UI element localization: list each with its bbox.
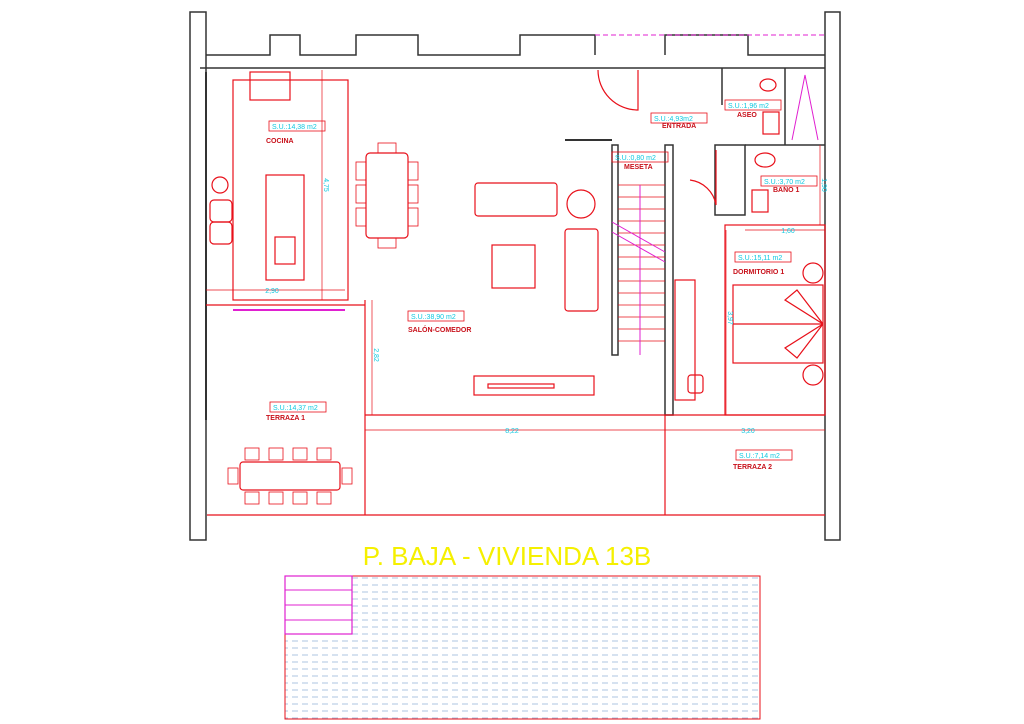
dimension-label: 3,20 <box>741 428 755 435</box>
area-box <box>650 112 708 124</box>
area-box <box>734 251 792 263</box>
room-area: S.U.:7,14 m2 <box>739 453 780 460</box>
room-area: S.U.:4,93m2 <box>654 116 693 123</box>
room-name: ENTRADA <box>662 123 696 130</box>
dimension-label: 1,60 <box>781 228 795 235</box>
room-area: S.U.:14,38 m2 <box>272 124 317 131</box>
plan-title: P. BAJA - VIVIENDA 13B <box>363 541 652 571</box>
room-area: S.U.:1,96 m2 <box>728 103 769 110</box>
interior-lines <box>206 69 826 516</box>
terrace-table <box>239 461 341 491</box>
toilet <box>754 152 776 168</box>
room-area: S.U.:15,11 m2 <box>738 255 782 262</box>
dimension-label: 3,97 <box>726 311 733 325</box>
room-area: S.U.:14,37 m2 <box>273 405 318 412</box>
walls <box>189 11 841 541</box>
room-area: S.U.:38,90 m2 <box>411 314 456 321</box>
area-box <box>724 99 782 111</box>
room-area: S.U.:0,80 m2 <box>615 155 656 162</box>
area-box <box>735 449 793 461</box>
furniture <box>209 71 824 505</box>
room-name: ASEO <box>737 112 757 119</box>
dimension-label: 2,82 <box>372 348 379 362</box>
dimension-label: 8,22 <box>505 428 519 435</box>
room-name: TERRAZA 1 <box>266 415 305 422</box>
room-name: COCINA <box>266 138 294 145</box>
area-box <box>760 175 818 187</box>
pool <box>284 575 761 720</box>
sofa <box>474 182 558 217</box>
room-area: S.U.:3,70 m2 <box>764 179 805 186</box>
area-box <box>407 310 465 322</box>
area-box <box>269 401 327 413</box>
room-name: TERRAZA 2 <box>733 464 772 471</box>
area-box <box>268 120 326 132</box>
dining-table <box>365 152 409 239</box>
kitchen-appliance <box>249 71 291 101</box>
dimension-label: 2,90 <box>265 288 279 295</box>
dimension-label: 4,75 <box>322 178 329 192</box>
stair-break-line <box>611 221 666 263</box>
coffee-table <box>491 244 536 289</box>
room-name: SALÓN-COMEDOR <box>408 325 471 334</box>
room-name: BAÑO 1 <box>773 185 800 194</box>
tv-unit <box>473 375 595 396</box>
sofa-2 <box>564 228 599 312</box>
stairs <box>611 184 666 355</box>
area-box <box>611 151 669 163</box>
room-name: DORMITORIO 1 <box>733 269 784 276</box>
dimension-lines <box>206 70 825 431</box>
kitchen-island <box>265 174 305 281</box>
room-name: MESETA <box>624 164 653 171</box>
dimension-label: 1,90 <box>820 178 827 192</box>
desk <box>674 279 696 401</box>
